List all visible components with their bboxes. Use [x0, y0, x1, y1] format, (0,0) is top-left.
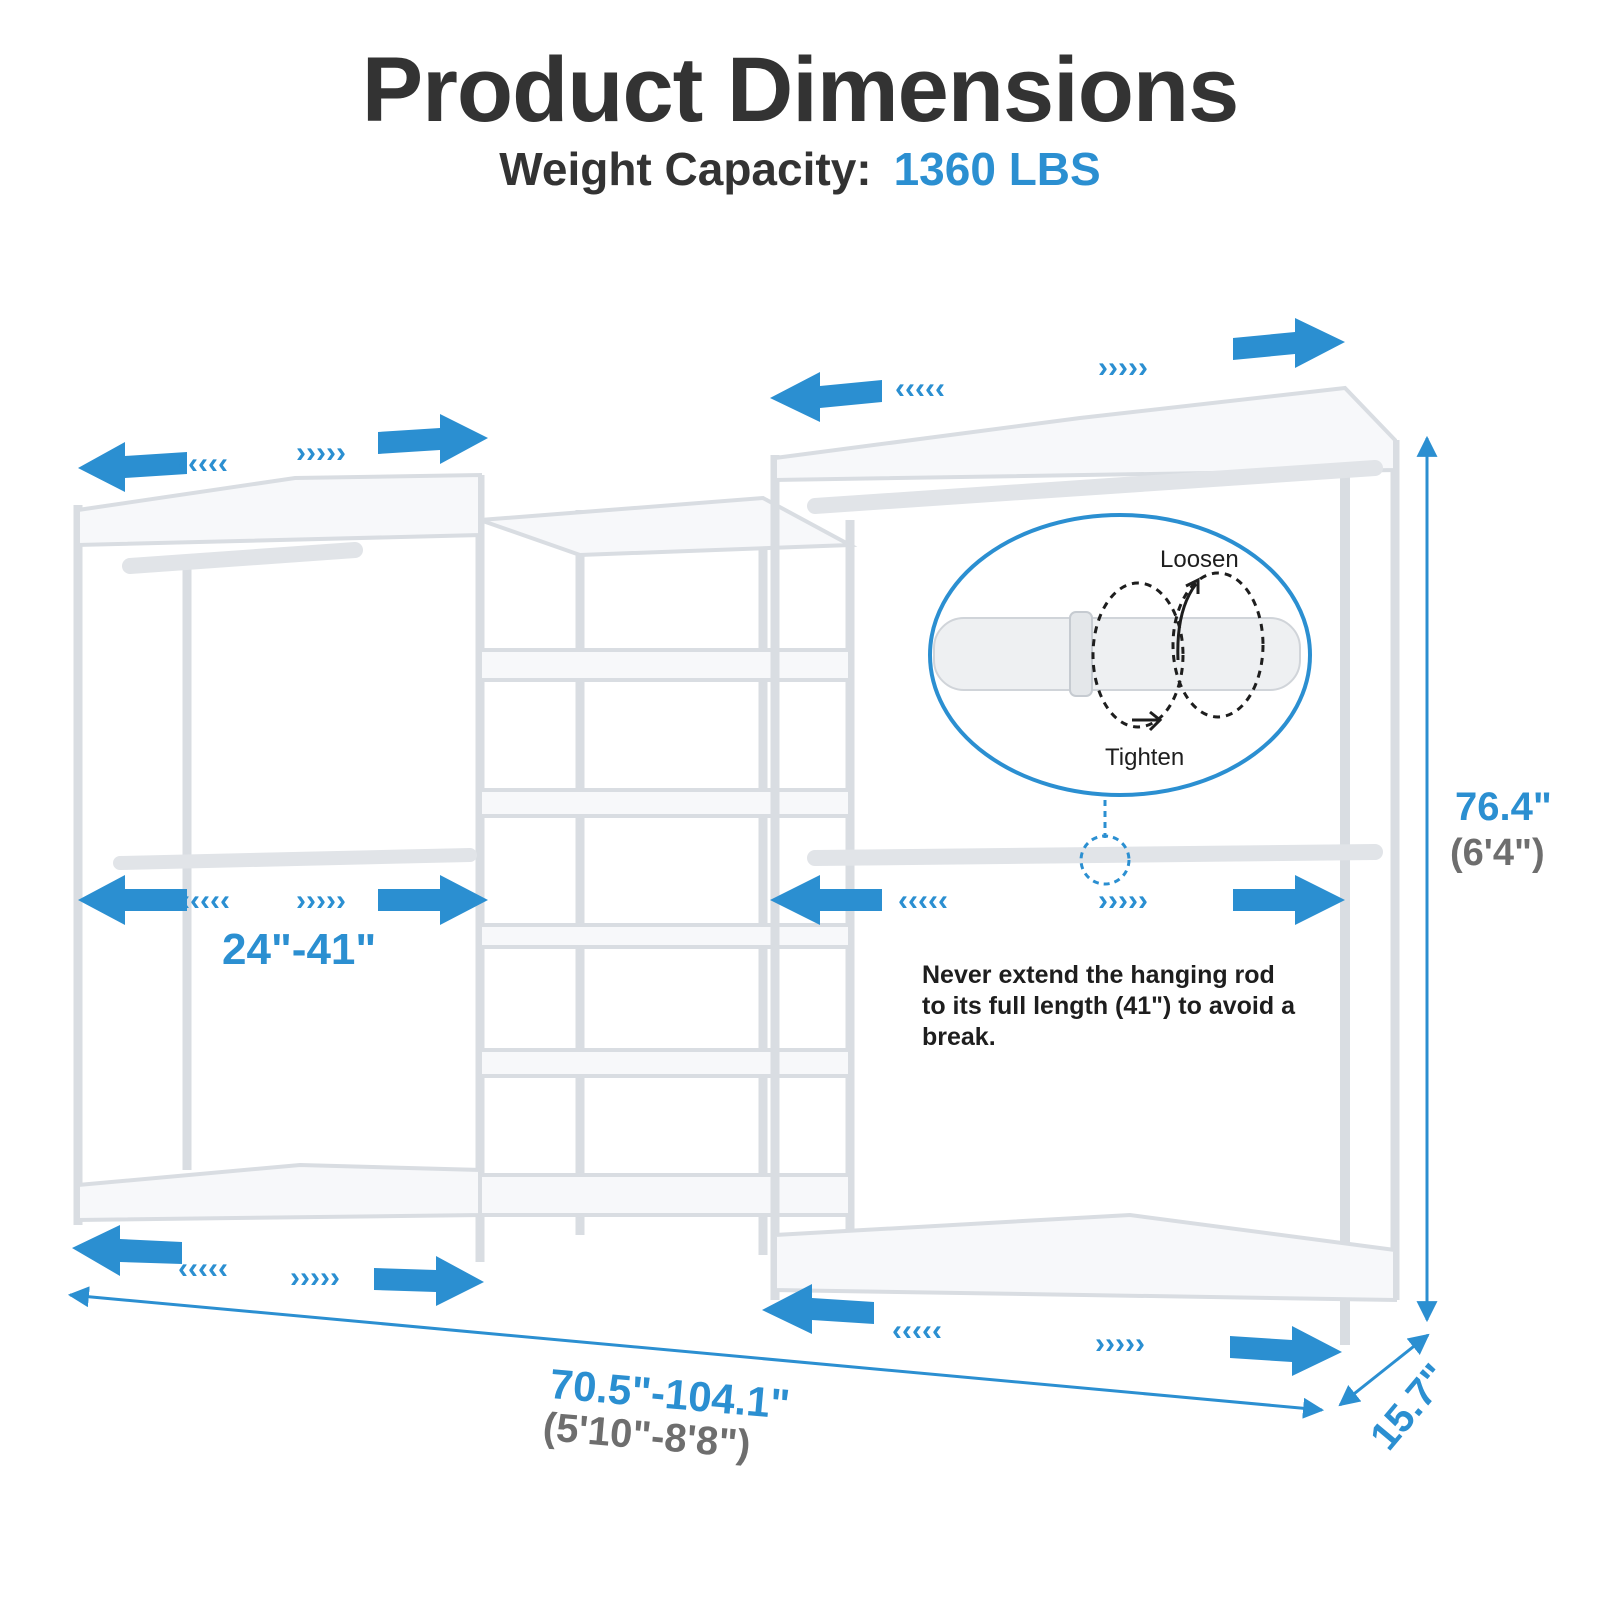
- svg-text:›››››: ›››››: [290, 1261, 340, 1294]
- adjust-arrow-mid-right: ‹‹‹‹‹ ›››››: [770, 875, 1345, 925]
- mid-shelf-4: [478, 923, 852, 949]
- svg-text:‹‹‹‹‹: ‹‹‹‹‹: [898, 884, 948, 917]
- svg-text:‹‹‹‹‹: ‹‹‹‹‹: [180, 884, 230, 917]
- svg-text:›››››: ›››››: [1098, 351, 1148, 384]
- loosen-arrow-icon: [1176, 583, 1198, 661]
- top-shelf: [76, 472, 482, 548]
- rod-range-label: 24"-41": [222, 925, 377, 974]
- svg-text:›››››: ›››››: [1095, 1327, 1145, 1360]
- svg-text:›››››: ›››››: [296, 884, 346, 917]
- bottom-shelf: [76, 1162, 482, 1223]
- adjust-arrow-bottom-left: ‹‹‹‹‹ ›››››: [72, 1225, 484, 1306]
- mid-shelf-1: [479, 495, 858, 558]
- rod-detail-callout: [928, 513, 1312, 886]
- left-tower: [73, 472, 485, 1262]
- middle-tower: [478, 495, 858, 1255]
- svg-text:›››››: ›››››: [1098, 884, 1148, 917]
- hanging-rod-middle: [113, 848, 477, 870]
- svg-text:‹‹‹‹‹: ‹‹‹‹‹: [178, 447, 228, 480]
- loosen-label: Loosen: [1160, 546, 1239, 573]
- hanging-rod-top: [807, 460, 1383, 514]
- svg-text:‹‹‹‹‹: ‹‹‹‹‹: [895, 372, 945, 405]
- right-bottom-shelf: [773, 1212, 1397, 1303]
- mid-shelf-5: [478, 1048, 852, 1078]
- height-feet-label: (6'4"): [1450, 832, 1545, 874]
- right-tower: [770, 385, 1400, 1345]
- mid-shelf-3: [478, 788, 852, 818]
- rod-joint: [1069, 611, 1093, 697]
- adjust-arrow-top-left: ‹‹‹‹‹ ›››››: [78, 414, 488, 492]
- tighten-label: Tighten: [1105, 744, 1185, 771]
- right-top-shelf: [773, 385, 1397, 483]
- callout-target-circle: [1079, 834, 1131, 886]
- hanging-rod-top: [122, 542, 363, 574]
- loosen-rotation-ring: [1171, 571, 1265, 719]
- svg-text:‹‹‹‹‹: ‹‹‹‹‹: [892, 1314, 942, 1347]
- adjust-arrow-top-right: ‹‹‹‹‹ ›››››: [770, 318, 1345, 422]
- page-title: Product Dimensions: [361, 39, 1240, 141]
- mid-shelf-6: [478, 1173, 852, 1217]
- adjust-arrow-mid-left: ‹‹‹‹‹ ›››››: [78, 875, 488, 925]
- weight-capacity-value: 1360 LBS: [893, 143, 1101, 195]
- svg-text:‹‹‹‹‹: ‹‹‹‹‹: [178, 1252, 228, 1285]
- depth-dimension-line: [1338, 1333, 1430, 1407]
- mid-shelf-2: [478, 648, 852, 682]
- weight-capacity-label: Weight Capacity:: [499, 143, 872, 195]
- hanging-rod-middle: [807, 844, 1383, 866]
- weight-capacity: Weight Capacity: 1360 LBS: [0, 142, 1600, 196]
- svg-text:›››››: ›››››: [296, 436, 346, 469]
- rod-closeup: [933, 617, 1301, 691]
- tighten-rotation-ring: [1091, 581, 1185, 729]
- warning-note: Never extend the hanging rod to its full…: [922, 961, 1295, 1051]
- height-label: 76.4": [1455, 785, 1552, 829]
- width-dimension-line: [67, 1286, 1325, 1419]
